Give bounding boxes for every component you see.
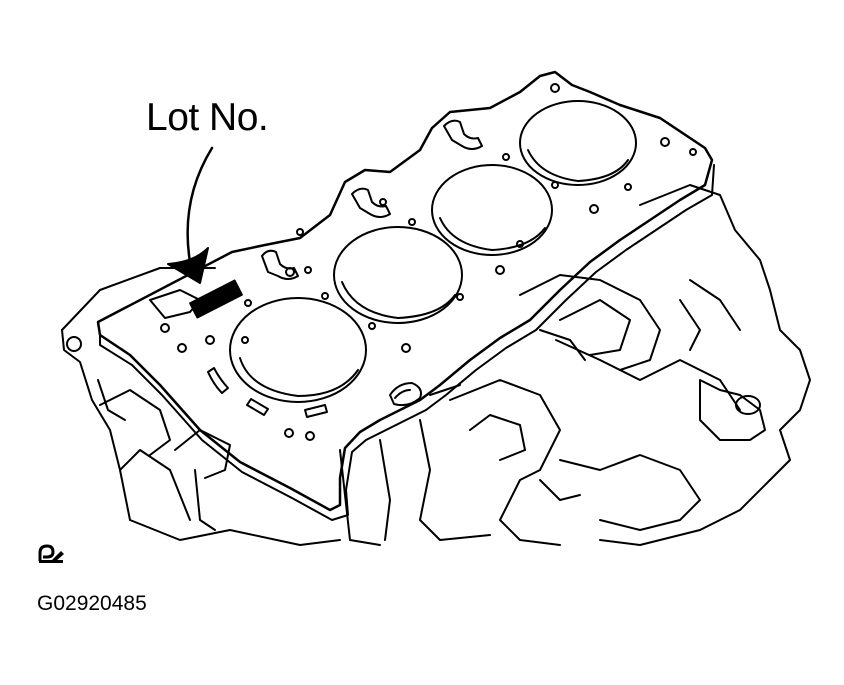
callout-arrowhead bbox=[167, 247, 209, 284]
cylinder-bore bbox=[431, 164, 553, 256]
lot-number-stamp bbox=[189, 279, 243, 319]
sealant-mark-icon bbox=[38, 544, 64, 563]
head-gasket bbox=[96, 70, 715, 521]
figure-code: G02920485 bbox=[37, 592, 147, 615]
callout-arrow bbox=[186, 146, 214, 264]
lot-number-label: Lot No. bbox=[146, 96, 269, 139]
cylinder-bore bbox=[333, 226, 463, 324]
cylinder-bore bbox=[229, 297, 367, 403]
cylinder-bore bbox=[519, 100, 637, 186]
cylinder-block bbox=[61, 184, 811, 546]
